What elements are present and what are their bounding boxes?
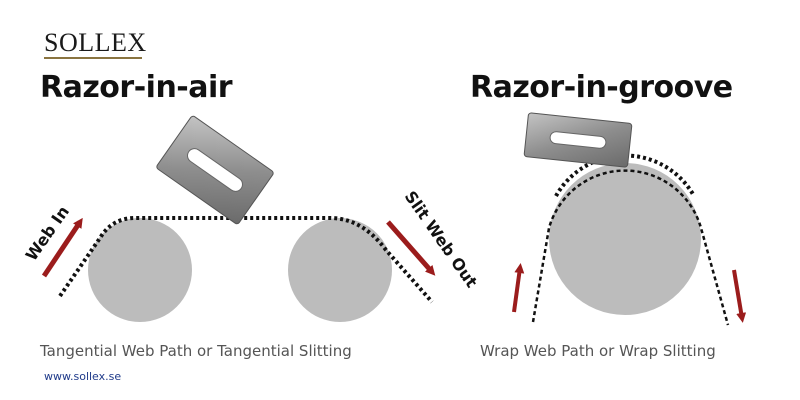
razor-in-groove-title: Razor-in-groove	[470, 70, 733, 105]
left-roller-out	[288, 218, 392, 322]
wrap-web-path-top	[554, 153, 696, 197]
logo-underline	[44, 57, 142, 59]
web-out-arrow	[386, 220, 436, 276]
web-in-label: Web In	[22, 202, 73, 264]
sollex-logo: SOLLEX	[44, 28, 147, 57]
razor-blade-air	[156, 115, 274, 225]
wrap-in-arrow	[512, 263, 525, 313]
wrap-roller	[549, 163, 701, 315]
tangential-web-path	[58, 216, 434, 304]
razor-in-air-title: Razor-in-air	[40, 70, 233, 105]
razor-blade-groove	[523, 112, 633, 168]
slit-web-out-label: Slit Web Out	[401, 187, 482, 291]
left-roller-in	[88, 218, 192, 322]
tangential-caption: Tangential Web Path or Tangential Slitti…	[40, 342, 352, 360]
wrap-web-path	[531, 169, 730, 326]
wrap-caption: Wrap Web Path or Wrap Slitting	[480, 342, 716, 360]
website-url[interactable]: www.sollex.se	[44, 370, 122, 383]
web-in-arrow	[41, 217, 83, 278]
wrap-out-arrow	[732, 269, 747, 323]
